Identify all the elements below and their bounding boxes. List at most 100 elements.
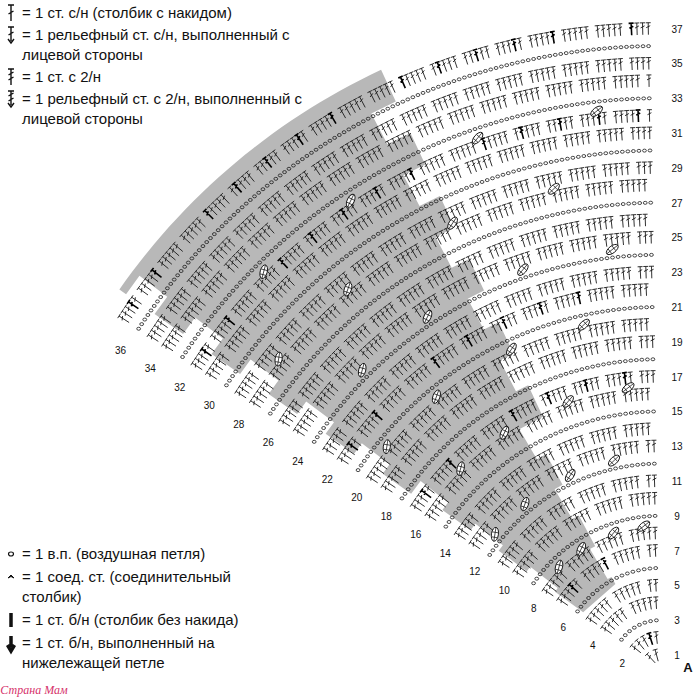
chain-loop bbox=[560, 158, 564, 161]
leaf-outline bbox=[274, 352, 283, 367]
chain-loop bbox=[473, 128, 477, 131]
chain-loop bbox=[581, 49, 585, 52]
leaf-veins bbox=[589, 105, 604, 118]
chain-loop bbox=[418, 268, 422, 271]
chain-loop bbox=[592, 48, 596, 51]
chain-loop bbox=[549, 434, 553, 437]
chain-loop bbox=[360, 309, 364, 312]
chain-loop bbox=[308, 217, 312, 220]
chain-loop bbox=[566, 546, 570, 549]
row-number: 27 bbox=[671, 197, 682, 208]
chain-loop bbox=[448, 373, 452, 376]
chain-loop bbox=[169, 282, 173, 285]
chain-loop bbox=[172, 278, 176, 281]
chain-loop bbox=[587, 475, 591, 478]
chain-loop bbox=[475, 182, 479, 185]
chain-loop bbox=[587, 154, 591, 157]
chain-loop bbox=[652, 462, 656, 465]
leaf-motif bbox=[421, 309, 433, 325]
chain-loop bbox=[603, 99, 607, 102]
chain-loop bbox=[438, 450, 442, 453]
chain-loop bbox=[605, 582, 609, 585]
chain-loop bbox=[622, 255, 626, 258]
chain-loop bbox=[314, 148, 318, 151]
chain-loop bbox=[620, 638, 624, 641]
chain-loop bbox=[538, 573, 542, 576]
chain-loop bbox=[650, 306, 654, 309]
chain-loop bbox=[372, 174, 376, 177]
leaf-outline bbox=[505, 342, 519, 358]
chain-loop bbox=[268, 326, 272, 329]
chain-loop bbox=[143, 318, 147, 321]
chain-loop bbox=[615, 576, 619, 579]
chain-loop bbox=[489, 68, 493, 71]
chain-loop bbox=[505, 460, 509, 463]
chain-loop bbox=[362, 459, 366, 462]
chain-loop bbox=[420, 329, 424, 332]
chain-loop bbox=[328, 139, 332, 142]
chain-loop bbox=[534, 218, 538, 221]
chain-loop bbox=[439, 197, 443, 200]
chain-loop bbox=[457, 247, 461, 250]
chain-loop bbox=[159, 296, 163, 299]
chain-loop bbox=[315, 279, 319, 282]
chain-loop bbox=[452, 249, 456, 252]
chain-loop bbox=[576, 610, 580, 613]
chain-loop bbox=[406, 155, 410, 158]
chain-loop bbox=[582, 155, 586, 158]
chain-loop bbox=[534, 442, 538, 445]
leaf-outline bbox=[344, 193, 356, 209]
chain-loop bbox=[594, 258, 598, 261]
chain-loop bbox=[547, 495, 551, 498]
chain-loop bbox=[337, 134, 341, 137]
chain-loop bbox=[156, 300, 160, 303]
chain-loop bbox=[299, 224, 303, 227]
chain-loop bbox=[315, 436, 319, 439]
chain-loop bbox=[641, 45, 645, 48]
chain-loop bbox=[516, 519, 520, 522]
chain-loop bbox=[536, 327, 540, 330]
chain-loop bbox=[398, 417, 402, 420]
chain-loop bbox=[396, 102, 400, 105]
chain-loop bbox=[246, 273, 250, 276]
chain-loop bbox=[453, 308, 457, 311]
stitch-symbol bbox=[8, 636, 15, 651]
chain-loop bbox=[227, 293, 231, 296]
legend-entry: = 1 рельефный ст. с/н, выполненный с лиц… bbox=[22, 25, 312, 65]
chain-loop bbox=[528, 166, 532, 169]
leaf-veins bbox=[575, 541, 587, 556]
chain-loop bbox=[549, 160, 553, 163]
chain-loop bbox=[635, 411, 639, 414]
chain-loop bbox=[632, 202, 636, 205]
chain-loop bbox=[557, 320, 561, 323]
chain-loop bbox=[262, 257, 266, 260]
chain-loop bbox=[643, 621, 647, 624]
chain-loop bbox=[600, 257, 604, 260]
leaf-veins bbox=[554, 559, 563, 574]
chain-loop bbox=[648, 515, 652, 518]
leaf-outline bbox=[607, 453, 622, 468]
chain-loop bbox=[510, 116, 514, 119]
chain-loop bbox=[149, 309, 153, 312]
leaf-motif bbox=[446, 215, 460, 231]
chain-loop bbox=[561, 486, 565, 489]
chain-loop bbox=[575, 539, 579, 542]
chain-loop bbox=[311, 283, 315, 286]
chain-loop bbox=[332, 413, 336, 416]
chain-loop bbox=[443, 376, 447, 379]
chain-loop bbox=[484, 69, 488, 72]
chain-loop bbox=[278, 398, 282, 401]
chain-loop bbox=[242, 277, 246, 280]
leaf-outline bbox=[516, 262, 530, 277]
chain-loop bbox=[244, 357, 248, 360]
leaf-outline bbox=[605, 242, 620, 256]
chain-loop bbox=[499, 402, 503, 405]
legend-entry: = 1 рельефный ст. с 2/н, выполненный с л… bbox=[22, 89, 312, 129]
chain-loop bbox=[544, 437, 548, 440]
chain-loop bbox=[253, 195, 257, 198]
chain-loop bbox=[347, 128, 351, 131]
chain-loop bbox=[636, 45, 640, 48]
chain-loop bbox=[528, 386, 532, 389]
leaf-veins bbox=[564, 468, 577, 483]
chain-loop bbox=[287, 385, 291, 388]
